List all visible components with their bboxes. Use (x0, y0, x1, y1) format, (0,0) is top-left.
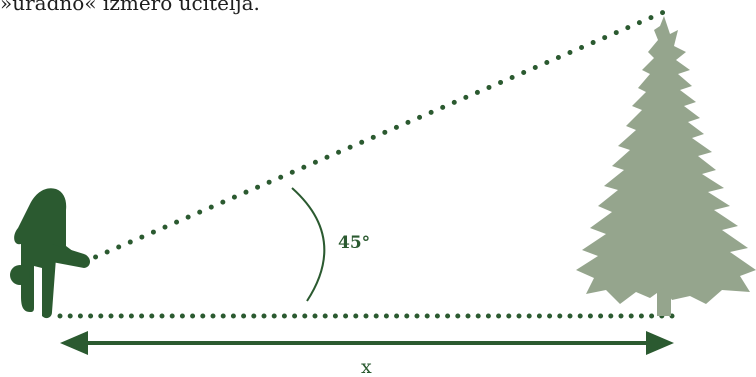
distance-label: x (361, 356, 372, 377)
caption-text: »uradno« izmero učitelja. (0, 0, 260, 15)
angle-label: 45° (338, 233, 371, 253)
spruce-tree-icon (576, 16, 756, 316)
person-icon (10, 188, 90, 319)
distance-arrow (60, 331, 674, 355)
angle-arc (291, 187, 326, 302)
sight-line (81, 9, 667, 265)
